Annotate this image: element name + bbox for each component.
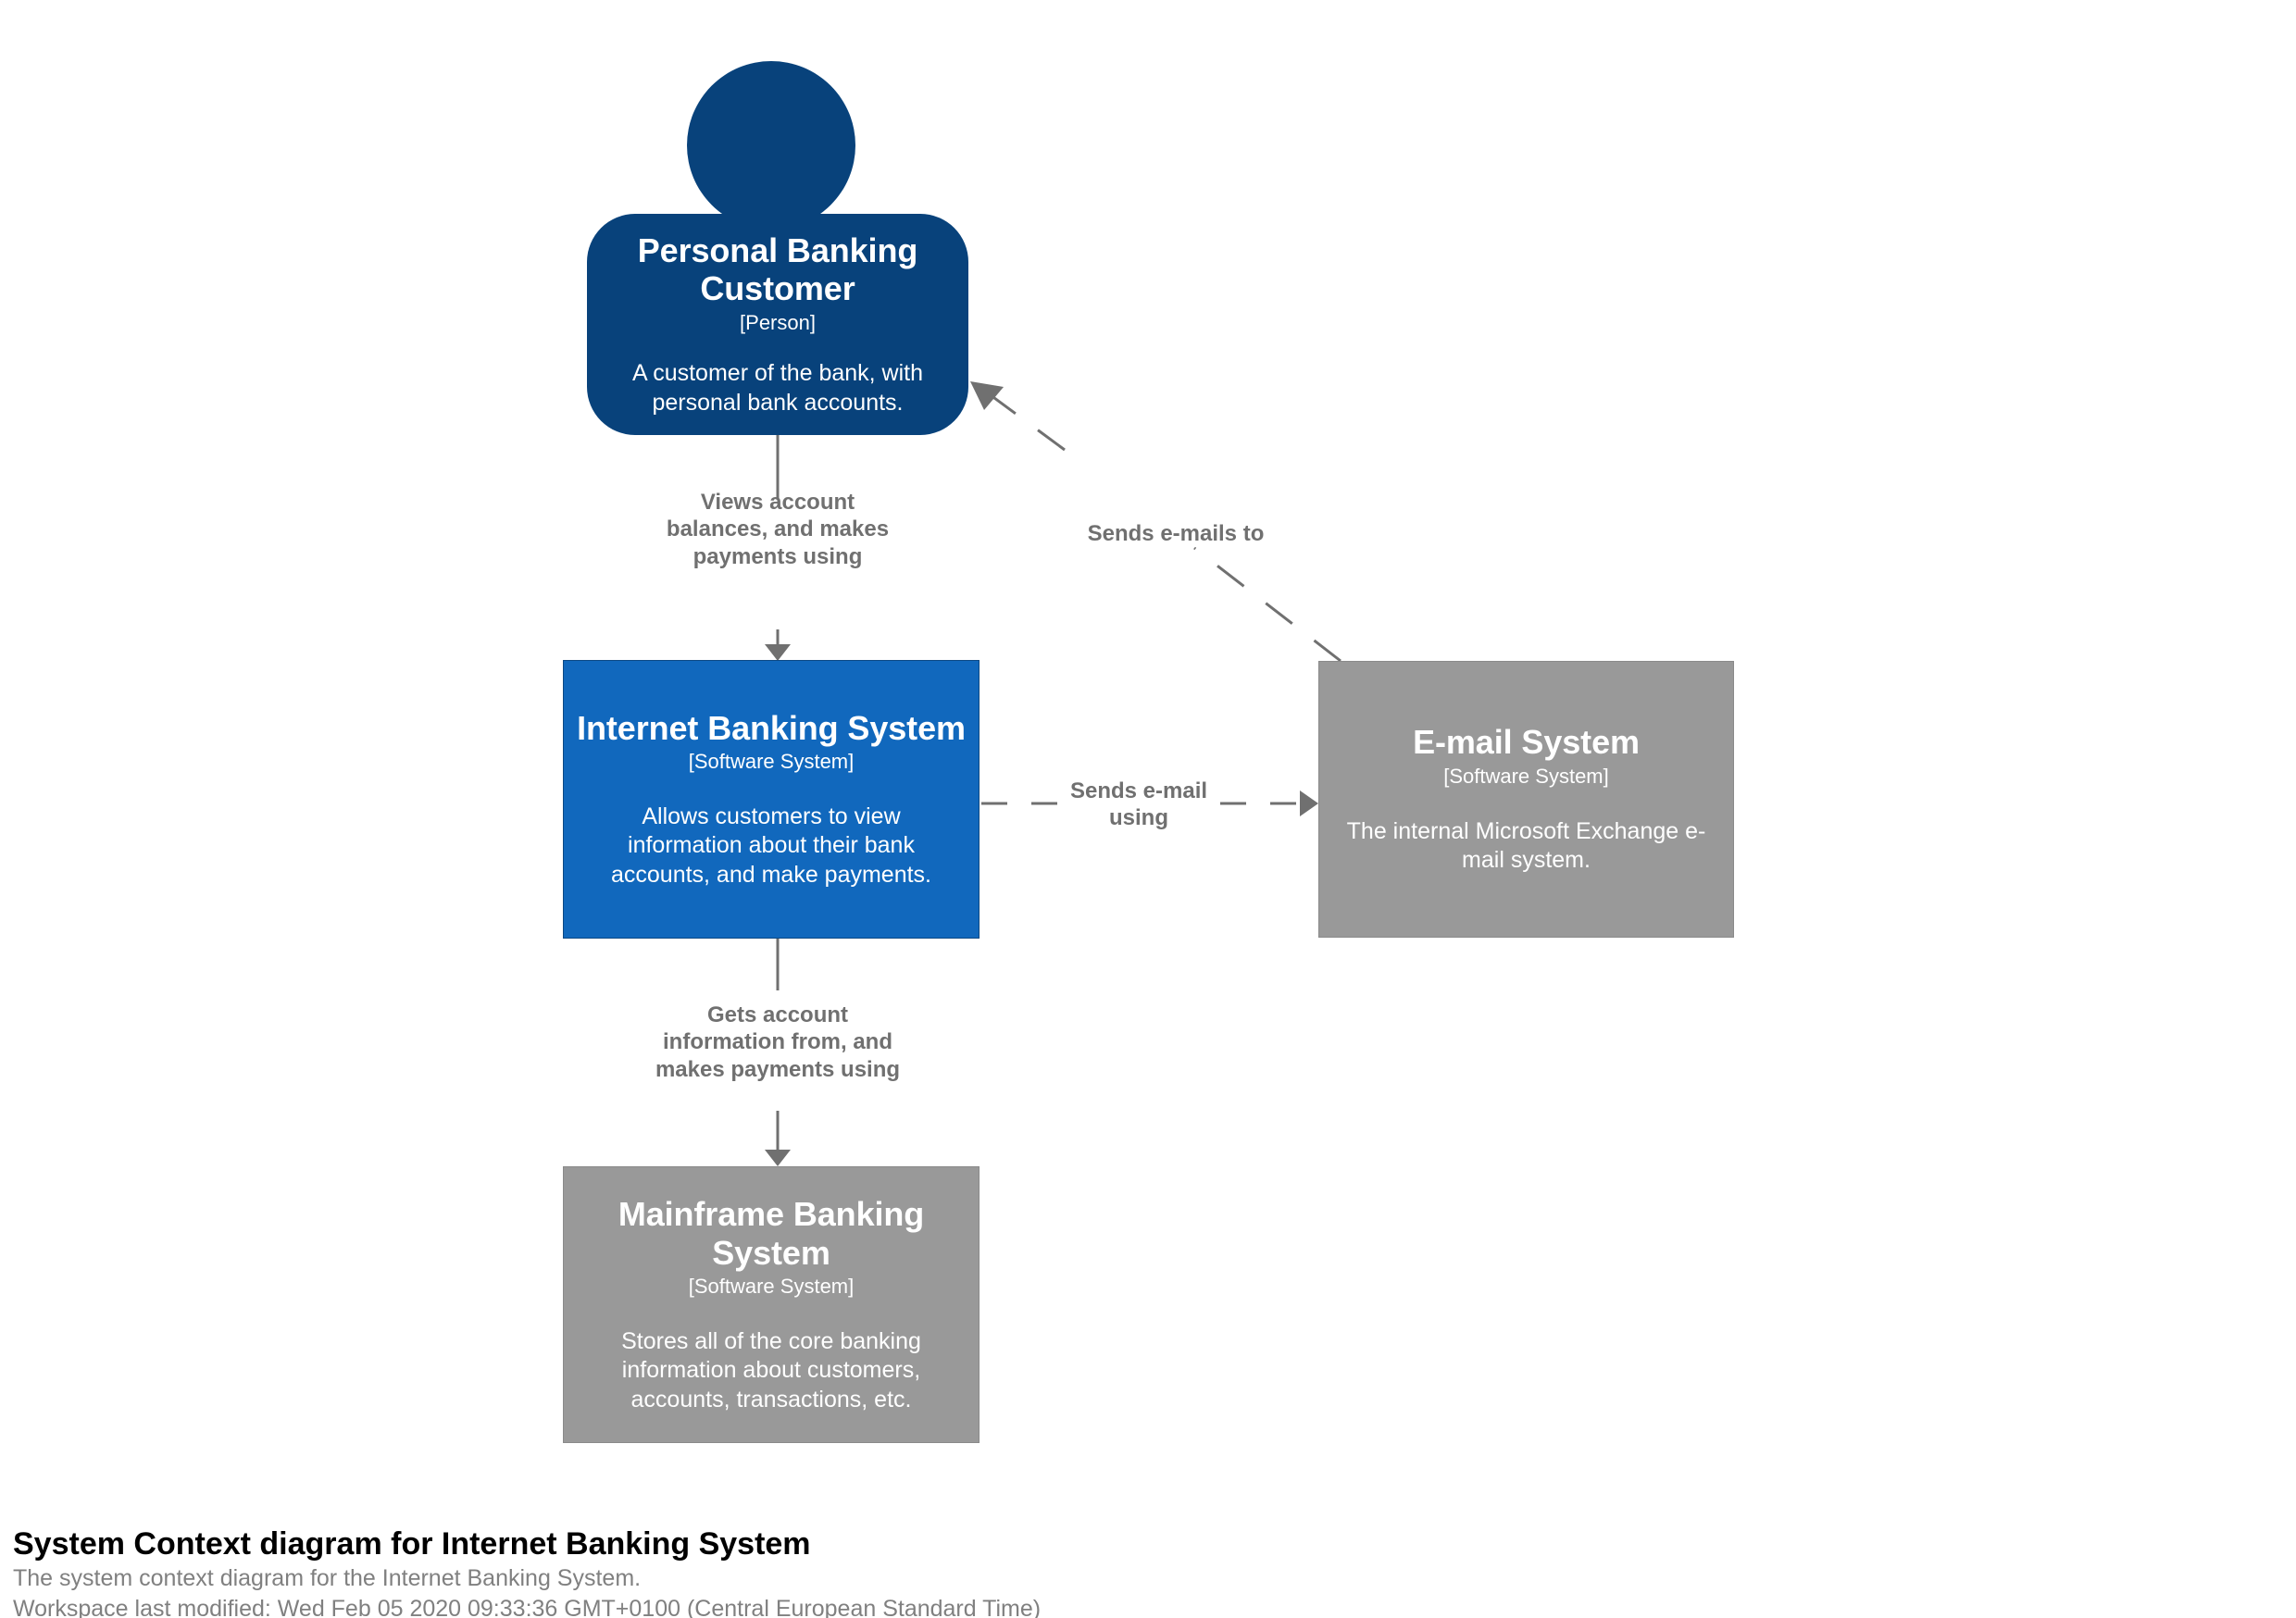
node-type: [Person] — [740, 311, 816, 335]
edge-label-ibs-to-mainframe: Gets account information from, and makes… — [655, 1002, 901, 1082]
node-name: Mainframe Banking System — [618, 1194, 925, 1272]
node-description: Allows customers to view information abo… — [610, 803, 932, 888]
node-description: A customer of the bank, with personal ba… — [631, 360, 924, 416]
edge-label-email-to-customer: Sends e-mails to — [1087, 521, 1265, 546]
caption: System Context diagram for Internet Bank… — [13, 1525, 1865, 1618]
person-head-icon — [687, 61, 855, 230]
page-title: System Context diagram for Internet Bank… — [13, 1526, 811, 1562]
node-type: [Software System] — [1443, 765, 1609, 789]
node-name: Internet Banking System — [577, 708, 966, 747]
node-personal-banking-customer[interactable]: Personal Banking Customer [Person] A cus… — [587, 61, 968, 435]
node-email-system[interactable]: E-mail System [Software System] The inte… — [1318, 661, 1734, 938]
node-internet-banking-system[interactable]: Internet Banking System [Software System… — [563, 660, 980, 939]
caption-description: The system context diagram for the Inter… — [13, 1564, 642, 1591]
caption-last-modified: Workspace last modified: Wed Feb 05 2020… — [13, 1595, 1042, 1618]
node-name: E-mail System — [1413, 723, 1640, 762]
node-description: The internal Microsoft Exchange e-mail s… — [1346, 817, 1706, 874]
node-mainframe-banking-system[interactable]: Mainframe Banking System [Software Syste… — [563, 1166, 980, 1443]
node-type: [Software System] — [688, 750, 855, 774]
node-name: Personal Banking Customer — [637, 230, 918, 308]
node-description: Stores all of the core banking informati… — [621, 1327, 921, 1413]
person-body: Personal Banking Customer [Person] A cus… — [587, 214, 968, 435]
node-type: [Software System] — [688, 1275, 855, 1299]
edge-label-customer-to-ibs: Views account balances, and makes paymen… — [666, 490, 890, 569]
edge-label-ibs-to-email: Sends e-mail using — [1069, 778, 1208, 831]
